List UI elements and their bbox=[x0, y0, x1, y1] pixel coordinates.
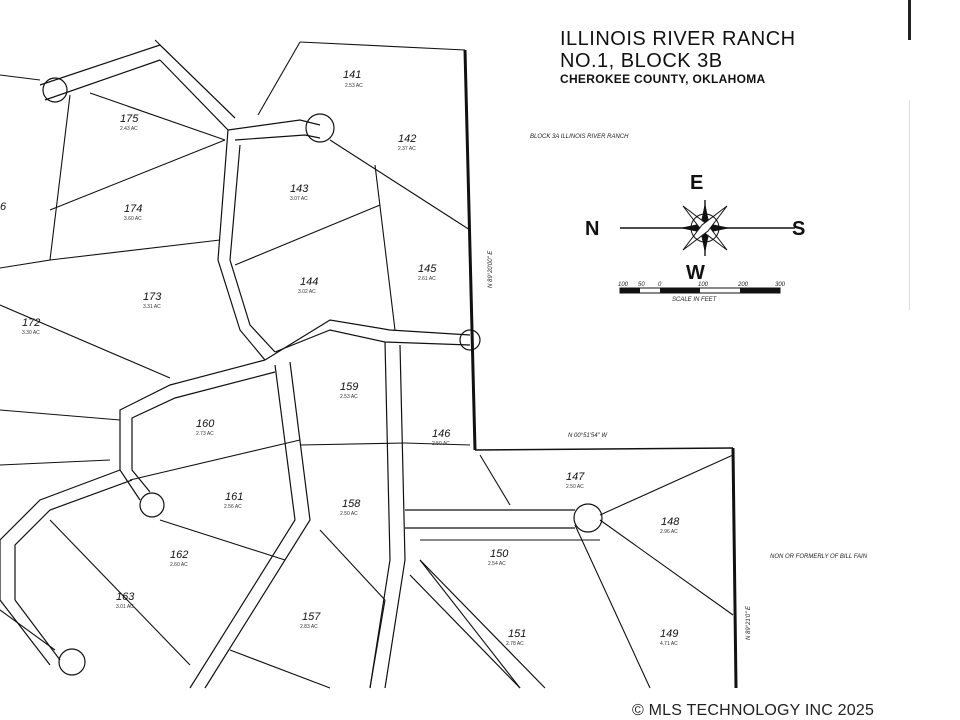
title-block: ILLINOIS RIVER RANCH NO.1, BLOCK 3B CHER… bbox=[560, 28, 796, 86]
lot-142-acres: 2.37 AC bbox=[398, 146, 416, 152]
compass-north-label: N bbox=[585, 218, 600, 240]
lot-175-number: 175 bbox=[120, 113, 139, 125]
bearing-north-line: N 00°51'54" W bbox=[568, 433, 608, 439]
lot-148-acres: 2.96 AC bbox=[660, 529, 678, 535]
lot-173-number: 173 bbox=[143, 291, 162, 303]
scale-tick-2: 50 bbox=[638, 282, 645, 288]
lot-147-acres: 2.50 AC bbox=[566, 484, 584, 490]
lot-150-number: 150 bbox=[490, 548, 509, 560]
scale-tick-5: 200 bbox=[737, 282, 749, 288]
title-line-3: CHEROKEE COUNTY, OKLAHOMA bbox=[560, 72, 766, 86]
lot-labels: 141 2.53 AC 142 2.37 AC 143 3.07 AC 144 … bbox=[0, 69, 680, 647]
lot-172-number: 172 bbox=[22, 317, 40, 329]
lot-149-acres: 4.71 AC bbox=[660, 641, 678, 647]
lot-158-number: 158 bbox=[342, 498, 361, 510]
annotations: BLOCK 3A ILLINOIS RIVER RANCH NON OR FOR… bbox=[488, 134, 868, 640]
lot-146-number: 146 bbox=[432, 428, 451, 440]
lot-158-acres: 2.50 AC bbox=[340, 511, 358, 517]
lot-151-acres: 2.78 AC bbox=[506, 641, 524, 647]
lot-148-number: 148 bbox=[661, 516, 680, 528]
edge-rule bbox=[908, 0, 911, 40]
lot-172-acres: 3.30 AC bbox=[22, 330, 40, 336]
lot-143-number: 143 bbox=[290, 183, 309, 195]
title-line-1: ILLINOIS RIVER RANCH bbox=[560, 28, 796, 50]
lot-157-number: 157 bbox=[302, 611, 321, 623]
lot-151-number: 151 bbox=[508, 628, 526, 640]
lot-145-number: 145 bbox=[418, 263, 437, 275]
lot-145-acres: 2.61 AC bbox=[418, 276, 436, 282]
scale-tick-4: 100 bbox=[698, 282, 709, 288]
compass-south-label: S bbox=[792, 218, 806, 240]
scale-label: SCALE IN FEET bbox=[672, 297, 718, 303]
non-ownership-note: NON OR FORMERLY OF BILL FAIN bbox=[770, 554, 868, 560]
lot-173-acres: 3.31 AC bbox=[143, 304, 161, 310]
lot-163-acres: 3.01 AC bbox=[116, 604, 134, 610]
lot-144-acres: 3.02 AC bbox=[298, 289, 316, 295]
edge-rule-faint bbox=[909, 100, 910, 310]
lot-141-acres: 2.53 AC bbox=[345, 83, 363, 89]
scale-tick-6: 300 bbox=[775, 282, 786, 288]
lot-159-acres: 2.53 AC bbox=[340, 394, 358, 400]
title-line-2: NO.1, BLOCK 3B bbox=[560, 50, 723, 72]
lot-142-number: 142 bbox=[398, 133, 416, 145]
lot-160-acres: 2.73 AC bbox=[196, 431, 214, 437]
lot-159-number: 159 bbox=[340, 381, 358, 393]
lot-162-acres: 2.60 AC bbox=[170, 562, 188, 568]
lot-150-acres: 2.54 AC bbox=[488, 561, 506, 567]
scale-tick-1: 100 bbox=[618, 282, 629, 288]
compass-east-label: E bbox=[690, 172, 704, 194]
block-3a-note: BLOCK 3A ILLINOIS RIVER RANCH bbox=[530, 134, 629, 140]
lot-162-number: 162 bbox=[170, 549, 188, 561]
lot-161-number: 161 bbox=[225, 491, 243, 503]
lot-160-number: 160 bbox=[196, 418, 215, 430]
lot-149-number: 149 bbox=[660, 628, 678, 640]
copyright-notice: © MLS TECHNOLOGY INC 2025 bbox=[632, 702, 875, 719]
compass-west-label: W bbox=[686, 262, 705, 284]
scale-bar: 100 50 0 100 200 300 SCALE IN FEET bbox=[618, 282, 786, 303]
road bbox=[0, 44, 603, 689]
scale-tick-3: 0 bbox=[658, 282, 662, 288]
lot-147-number: 147 bbox=[566, 471, 585, 483]
lot-144-number: 144 bbox=[300, 276, 318, 288]
lot-157-acres: 2.83 AC bbox=[300, 624, 318, 630]
lot-6-number: 6 bbox=[0, 201, 7, 213]
bearing-south-line: N 89°21'0" E bbox=[746, 605, 752, 640]
lot-146-acres: 2.50 AC bbox=[432, 441, 450, 447]
lot-163-number: 163 bbox=[116, 591, 135, 603]
lot-174-number: 174 bbox=[124, 203, 142, 215]
bearing-east-line: N 89°20'00" E bbox=[488, 250, 494, 288]
lot-161-acres: 2.56 AC bbox=[224, 504, 242, 510]
lot-141-number: 141 bbox=[343, 69, 361, 81]
lot-174-acres: 3.60 AC bbox=[124, 216, 142, 222]
lot-175-acres: 2.43 AC bbox=[120, 126, 138, 132]
compass-rose-icon bbox=[620, 200, 795, 256]
lot-143-acres: 3.07 AC bbox=[290, 196, 308, 202]
